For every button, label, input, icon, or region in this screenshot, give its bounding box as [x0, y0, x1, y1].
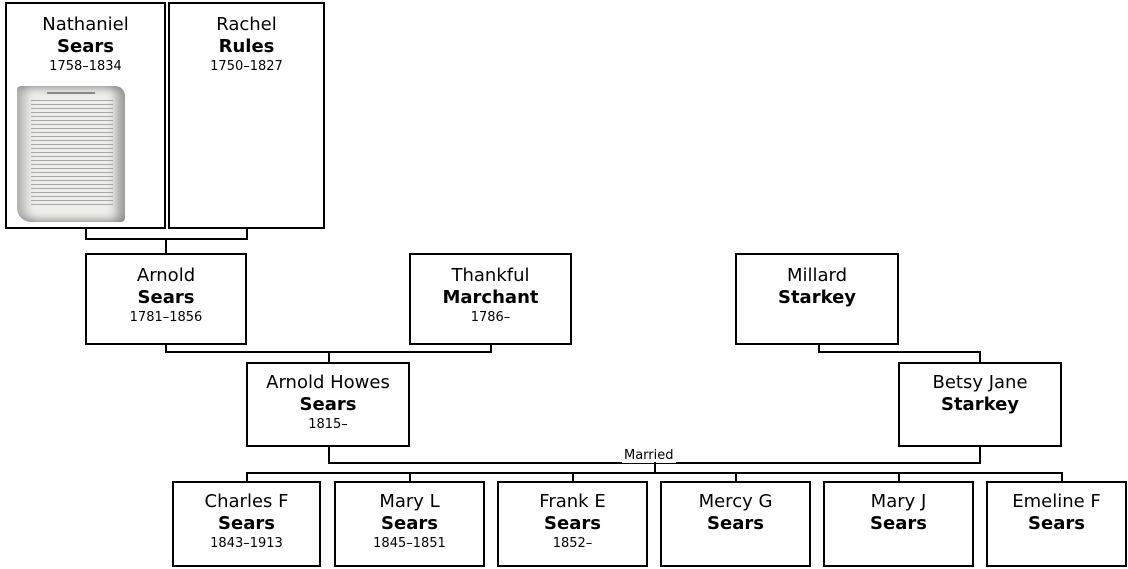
person-millard-starkey[interactable]: Millard Starkey: [735, 253, 899, 345]
life-dates: 1786–: [470, 310, 511, 325]
connector-arnold-down: [165, 343, 167, 353]
connector-child-mary-l: [409, 472, 411, 482]
person-rachel-rules[interactable]: Rachel Rules 1750–1827: [168, 2, 325, 229]
person-mary-j-sears[interactable]: Mary J Sears: [823, 481, 974, 567]
given-name: Rachel: [216, 14, 277, 35]
surname: Sears: [137, 287, 195, 308]
connector-millard-down: [818, 343, 820, 353]
connector-arnold-howes-down: [328, 446, 330, 464]
surname: Sears: [870, 513, 927, 534]
surname: Rules: [218, 36, 275, 57]
life-dates: 1781–1856: [129, 310, 203, 325]
connector-child-charles: [246, 472, 248, 482]
document-heading-line: [47, 92, 95, 94]
surname: Starkey: [777, 287, 857, 308]
life-dates: 1852–: [552, 536, 593, 551]
connector-rachel-down: [246, 227, 248, 240]
given-name: Arnold Howes: [266, 372, 390, 393]
person-frank-e-sears[interactable]: Frank E Sears 1852–: [497, 481, 648, 567]
connector-children-stem: [654, 462, 656, 474]
surname: Sears: [57, 36, 114, 57]
connector-betsy-down: [979, 446, 981, 464]
life-dates: 1843–1913: [210, 536, 283, 551]
life-dates: 1750–1827: [210, 59, 283, 74]
surname: Sears: [218, 513, 275, 534]
connector-couple2-to-arnold-howes: [328, 351, 330, 363]
given-name: Nathaniel: [42, 14, 129, 35]
connector-nathaniel-down: [85, 227, 87, 240]
given-name: Betsy Jane: [932, 372, 1028, 393]
surname: Sears: [381, 513, 438, 534]
surname: Marchant: [442, 287, 539, 308]
given-name: Mary J: [870, 491, 927, 512]
document-text-lines: [31, 100, 113, 208]
given-name: Mary L: [379, 491, 440, 512]
person-nathaniel-sears[interactable]: Nathaniel Sears 1758–1834: [5, 2, 166, 229]
person-betsy-jane-starkey[interactable]: Betsy Jane Starkey: [898, 362, 1062, 447]
surname: Sears: [1028, 513, 1085, 534]
given-name: Frank E: [539, 491, 606, 512]
person-mercy-g-sears[interactable]: Mercy G Sears: [660, 481, 811, 567]
person-mary-l-sears[interactable]: Mary L Sears 1845–1851: [334, 481, 485, 567]
document-image[interactable]: [17, 86, 125, 222]
connector-couple1-to-arnold: [165, 238, 167, 254]
life-dates: 1758–1834: [49, 59, 122, 74]
given-name: Thankful: [451, 265, 530, 286]
marriage-label: Married: [622, 448, 676, 463]
connector-millard-to-betsy: [818, 351, 981, 353]
given-name: Charles F: [204, 491, 289, 512]
surname: Sears: [299, 394, 357, 415]
given-name: Arnold: [136, 265, 196, 286]
connector-child-mary-j: [898, 472, 900, 482]
connector-child-frank: [572, 472, 574, 482]
surname: Sears: [707, 513, 764, 534]
person-thankful-marchant[interactable]: Thankful Marchant 1786–: [409, 253, 572, 345]
connector-child-mercy: [735, 472, 737, 482]
person-charles-f-sears[interactable]: Charles F Sears 1843–1913: [172, 481, 321, 567]
life-dates: 1815–: [308, 417, 348, 432]
surname: Sears: [544, 513, 601, 534]
given-name: Mercy G: [698, 491, 773, 512]
person-emeline-f-sears[interactable]: Emeline F Sears: [986, 481, 1127, 567]
surname: Starkey: [940, 394, 1020, 415]
connector-child-emeline: [1061, 472, 1063, 482]
person-arnold-howes-sears[interactable]: Arnold Howes Sears 1815–: [246, 362, 410, 447]
given-name: Millard: [786, 265, 848, 286]
given-name: Emeline F: [1012, 491, 1101, 512]
connector-thankful-down: [490, 343, 492, 353]
life-dates: 1845–1851: [373, 536, 446, 551]
person-arnold-sears[interactable]: Arnold Sears 1781–1856: [85, 253, 247, 345]
connector-millard-to-betsy-drop: [979, 351, 981, 363]
